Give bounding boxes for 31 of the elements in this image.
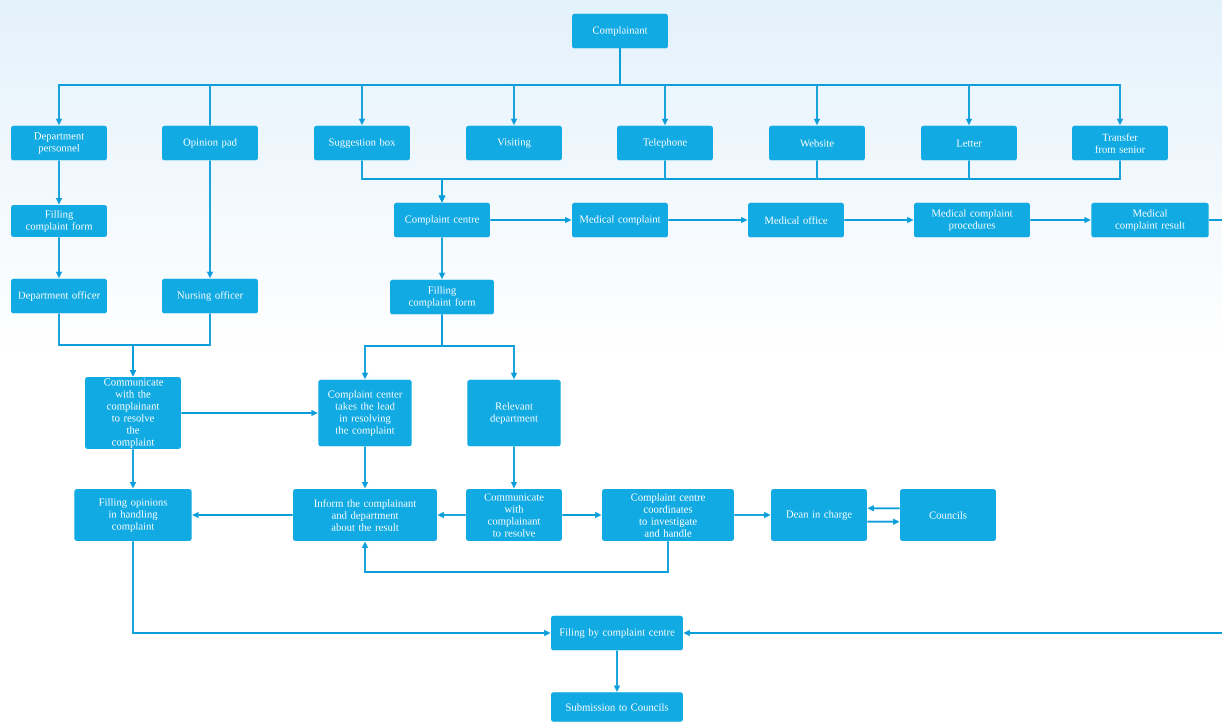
process-box: Medical office [748, 202, 844, 238]
process-box: Councils [900, 489, 996, 541]
process-box: Complainant [572, 13, 668, 49]
process-box: Medical complaint [572, 202, 668, 238]
process-box: Complaint centre coordinates to investigate and handle [602, 489, 734, 541]
process-box: Dean in charge [771, 489, 867, 541]
arrow [361, 540, 669, 573]
process-box: Filling complaint form [11, 205, 107, 237]
process-box: Medical complaint procedures [914, 202, 1030, 238]
process-box: Nursing officer [162, 278, 258, 314]
process-box: Department officer [11, 278, 107, 314]
connector-line [1208, 219, 1222, 221]
process-box: Website [769, 125, 865, 161]
process-box: Transfer from senior [1072, 125, 1168, 161]
process-box: Complaint center takes the lead in resolving the complaint [318, 379, 412, 447]
process-box: Letter [921, 125, 1017, 161]
process-box: Department personnel [11, 125, 107, 161]
process-box: Submission to Councils [551, 692, 683, 722]
process-box: Complaint centre [394, 202, 490, 238]
process-box: Filling opinions in handling complaint [74, 489, 192, 541]
process-box: Telephone [617, 125, 713, 161]
process-box: Inform the complainant and department about the result [293, 489, 437, 541]
process-box: Medical complaint result [1091, 202, 1209, 238]
process-box: Opinion pad [162, 125, 258, 161]
process-box: Suggestion box [314, 125, 410, 161]
process-box: Communicate with the complainant to resolve the complaint [85, 377, 181, 449]
process-box: Relevant department [467, 379, 561, 447]
process-box: Filing by complaint centre [551, 615, 683, 651]
process-box: Communicate with complainant to resolve [466, 489, 562, 541]
process-box: Visiting [466, 125, 562, 161]
process-box: Filling complaint form [390, 279, 494, 315]
